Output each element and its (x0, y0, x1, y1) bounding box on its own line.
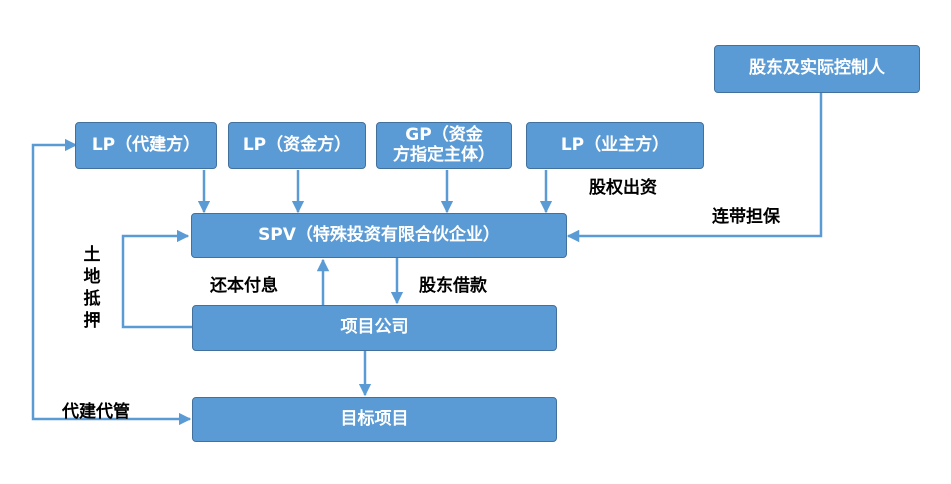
arrow-guarantee-to-spv (566, 93, 823, 243)
lp-funder-label: LP（资金方） (242, 134, 352, 155)
arrow-agent-build (31, 138, 192, 426)
arrow-land-pledge (121, 229, 192, 329)
target-project-box: 目标项目 (192, 397, 557, 442)
gp-box: GP（资金 方指定主体） (376, 122, 512, 169)
lp-builder-label: LP（代建方） (91, 134, 201, 155)
repay-label: 还本付息 (210, 276, 278, 296)
loan-label: 股东借款 (419, 276, 487, 296)
gp-label-line1: GP（资金 (405, 124, 483, 145)
land-pledge-label: 土地抵押 (83, 245, 101, 331)
spv-box: SPV（特殊投资有限合伙企业） (191, 213, 567, 258)
spv-label: SPV（特殊投资有限合伙企业） (258, 224, 500, 245)
project-company-box: 项目公司 (192, 305, 557, 351)
lp-owner-label: LP（业主方） (560, 134, 670, 155)
lp-builder-box: LP（代建方） (75, 122, 217, 169)
target-project-label: 目标项目 (340, 408, 409, 429)
agent-build-label: 代建代管 (62, 402, 130, 422)
gp-label-line2: 方指定主体） (393, 144, 495, 165)
shareholder-box: 股东及实际控制人 (714, 45, 920, 93)
project-company-label: 项目公司 (340, 317, 409, 338)
shareholder-label: 股东及实际控制人 (749, 58, 885, 79)
lp-owner-box: LP（业主方） (526, 122, 704, 169)
guarantee-label: 连带担保 (712, 207, 780, 227)
lp-funder-box: LP（资金方） (228, 122, 366, 169)
equity-label: 股权出资 (589, 178, 657, 198)
